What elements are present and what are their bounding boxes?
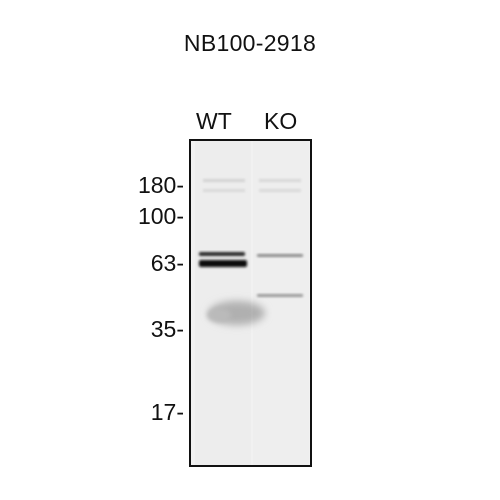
marker-35: 35- [150, 316, 184, 342]
wt-main-band [199, 260, 247, 267]
wt-smear-left [207, 308, 231, 322]
marker-100: 100- [137, 203, 184, 229]
ko-band-70 [257, 254, 303, 257]
marker-17: 17- [150, 399, 184, 425]
wt-upper-band [199, 252, 245, 256]
faint-band-wt-150 [203, 189, 245, 192]
blot-title: NB100-2918 [183, 30, 317, 56]
faint-band-ko-180 [259, 179, 301, 182]
wt-lane [195, 141, 251, 465]
faint-band-wt-180 [203, 179, 245, 182]
ko-band-45 [257, 294, 303, 297]
ko-lane [253, 141, 309, 465]
lane-label-wt: WT [196, 108, 232, 134]
blot-bands [191, 141, 310, 465]
western-blot-image [189, 139, 312, 467]
faint-band-ko-150 [259, 189, 301, 192]
marker-63: 63- [150, 250, 184, 276]
marker-180: 180- [137, 172, 184, 198]
lane-label-ko: KO [264, 108, 298, 134]
